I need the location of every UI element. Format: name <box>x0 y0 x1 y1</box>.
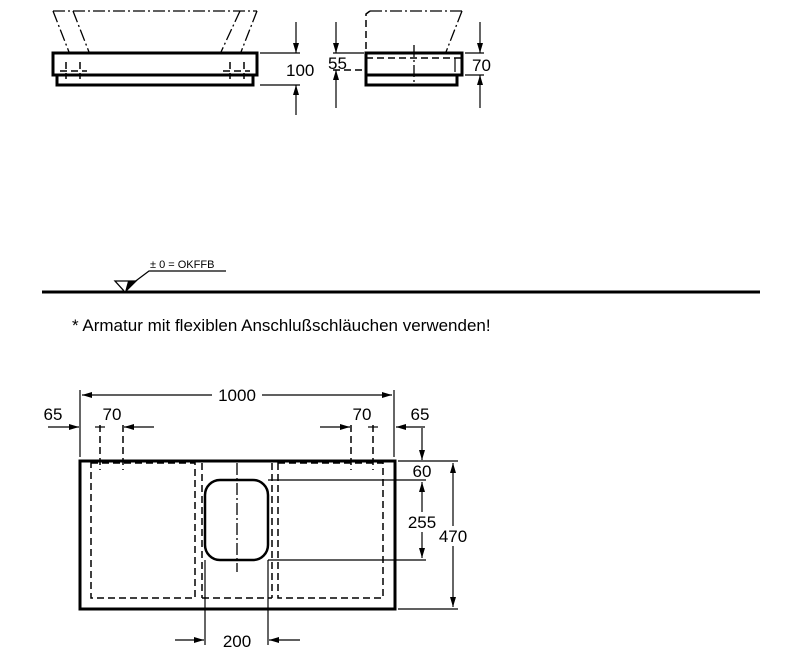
side-view: 55 70 <box>328 10 491 108</box>
tap-holes <box>60 62 250 79</box>
left-label: 55 <box>328 54 347 73</box>
left-cabinet-outline <box>90 462 196 599</box>
right-offset-label: 65 <box>411 405 430 424</box>
left-dimension: 55 <box>328 22 364 108</box>
plinth <box>364 73 459 87</box>
basin-top-offset-label: 60 <box>413 462 432 481</box>
offset-dimensions: 65 70 70 65 <box>44 405 430 430</box>
installation-note: * Armatur mit flexiblen Anschlußschläuch… <box>72 316 491 335</box>
bowl-outline <box>365 10 463 53</box>
right-dimension: 70 <box>465 22 491 108</box>
left-offset-label: 65 <box>44 405 63 424</box>
floor-reference-label: ± 0 = OKFFB <box>150 259 214 271</box>
width-label: 1000 <box>218 386 256 405</box>
depth-label: 470 <box>439 527 467 546</box>
bowl-outline <box>52 10 258 53</box>
basin-width-label: 200 <box>223 632 251 651</box>
basin-dimensions: 60 255 470 200 <box>175 428 467 651</box>
plinth <box>55 73 255 87</box>
height-label: 100 <box>286 61 314 80</box>
countertop-outline <box>78 459 397 611</box>
width-dimension: 1000 <box>79 386 395 457</box>
front-view: 100 <box>51 10 314 115</box>
basin-depth-label: 255 <box>408 513 436 532</box>
plan-view: 1000 65 70 70 65 60 255 470 <box>44 386 468 651</box>
left-spacing-label: 70 <box>103 405 122 424</box>
height-dimension: 100 <box>260 22 314 115</box>
right-label: 70 <box>472 56 491 75</box>
right-cabinet-outline <box>277 462 384 599</box>
right-spacing-label: 70 <box>353 405 372 424</box>
floor-reference: ± 0 = OKFFB <box>42 259 760 294</box>
tap-hole-markers <box>95 425 378 470</box>
